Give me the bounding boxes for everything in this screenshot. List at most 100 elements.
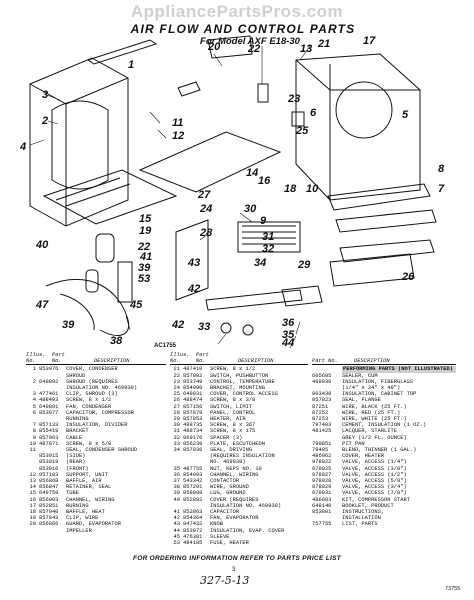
shroud-clip xyxy=(177,81,201,97)
part-description: GREY (1/2 FL. OUNCE) xyxy=(342,434,407,441)
part-description: INSTRUCTIONS, xyxy=(342,509,385,516)
parts-list-column-3: Part No. DESCRIPTION PERFORMING PARTS (N… xyxy=(312,352,456,528)
part-description: CAPACITOR xyxy=(210,509,240,516)
part-number: 869176 xyxy=(183,434,203,441)
part-description: SCREW, 8 x 367 xyxy=(210,422,256,429)
callout-40: 40 xyxy=(36,239,49,251)
illus-no: 2 xyxy=(32,378,36,385)
part-number: 79485 xyxy=(312,447,329,454)
column-header: Illus. Part No. No. DESCRIPTION xyxy=(170,352,308,366)
part-description: CHANNEL, WIRING xyxy=(66,496,115,503)
part-number: 978028 xyxy=(312,478,332,485)
part-number: 649759 xyxy=(39,490,59,497)
part-description: PANEL, CONTROL xyxy=(210,409,256,416)
callout-32: 32 xyxy=(262,243,275,255)
mounting-bracket xyxy=(207,35,253,59)
part-number: 853977 xyxy=(39,409,59,416)
illus-no: 29 xyxy=(173,416,180,423)
part-description: SEAL, DRIVING xyxy=(210,447,253,454)
part-number: 857092 xyxy=(183,372,203,379)
part-number: 649892 xyxy=(39,378,59,385)
illus-no: 1 xyxy=(32,366,36,373)
part-number xyxy=(39,528,66,534)
part-description: INSULATION, EVAP. COVER xyxy=(210,527,285,534)
illus-no: 15 xyxy=(29,490,36,497)
illus-no: 26 xyxy=(173,397,180,404)
callout-6: 6 xyxy=(310,107,317,119)
illus-no: 40 xyxy=(173,496,180,503)
illus-no xyxy=(26,528,39,534)
illus-no: 23 xyxy=(173,378,180,385)
callout-25: 25 xyxy=(296,125,309,137)
evaporator-shroud xyxy=(295,53,421,201)
illus-no: 13 xyxy=(29,478,36,485)
part-description: PLATE, ESCUTCHEON xyxy=(210,440,265,447)
part-description: VALVE, ACCESS (3/8") xyxy=(342,465,407,472)
parts-list-row: NO. 469938) xyxy=(170,459,308,465)
illus-no: 9 xyxy=(32,434,36,441)
illus-no: 39 xyxy=(173,490,180,497)
callout-24: 24 xyxy=(200,203,213,215)
illus-no: 19 xyxy=(29,515,36,522)
illus-no: 36 xyxy=(173,471,180,478)
condenser-shroud xyxy=(29,57,129,227)
model-subtitle: For Model AXF E18-30 xyxy=(200,36,300,47)
part-number: 978031 xyxy=(312,490,332,497)
insulation-panel-b xyxy=(335,209,437,233)
part-description: CLIP, SHROUD (3) xyxy=(66,391,118,398)
part-number: 852863 xyxy=(183,509,203,516)
part-number: 856903 xyxy=(39,496,59,503)
part-number: 853801 xyxy=(312,509,332,516)
callout-17: 17 xyxy=(363,35,376,47)
part-description: NUT, KEPS NO. 10 xyxy=(210,465,262,472)
part-number: 488493 xyxy=(39,397,59,404)
illus-no: 24 xyxy=(173,385,180,392)
illus-no: 27 xyxy=(173,403,180,410)
illus-no: 12 xyxy=(29,471,36,478)
part-description: SCREW, 8 x 1/2 xyxy=(66,397,112,404)
part-description: SEAL, FLANGE xyxy=(342,397,381,404)
part-number: 856868 xyxy=(39,478,59,485)
part-number: 488734 xyxy=(183,428,203,435)
callout-36: 36 xyxy=(282,317,295,329)
illus-no: 20 xyxy=(29,521,36,528)
condenser-shroud-ring xyxy=(51,100,109,190)
part-description: SCREW, 8 x 175 xyxy=(210,428,256,435)
illus-no: 38 xyxy=(173,484,180,491)
parts-list-row: 853801 INSTRUCTIONS, xyxy=(312,509,456,515)
callout-39: 39 xyxy=(138,262,151,274)
parts-list-row: 853919(REAR) xyxy=(26,459,166,465)
part-description: CABLE xyxy=(66,434,83,441)
part-number: 484185 xyxy=(183,540,203,547)
callout-7: 7 xyxy=(438,183,445,195)
illus-no: 34 xyxy=(173,447,180,454)
part-description: VALVE, ACCESS (3/4") xyxy=(342,484,407,491)
part-description: CAPACITOR, COMPRESSOR xyxy=(66,409,134,416)
part-number: 87253 xyxy=(312,416,329,423)
callout-39b: 39 xyxy=(62,319,75,331)
part-description: COVER, HEATER xyxy=(342,453,385,460)
callout-12: 12 xyxy=(172,130,185,142)
part-description: SHROUD (REQUIRES xyxy=(66,378,118,385)
callout-18: 18 xyxy=(284,183,297,195)
callout-4: 4 xyxy=(20,141,27,153)
callout-28: 28 xyxy=(200,227,213,239)
